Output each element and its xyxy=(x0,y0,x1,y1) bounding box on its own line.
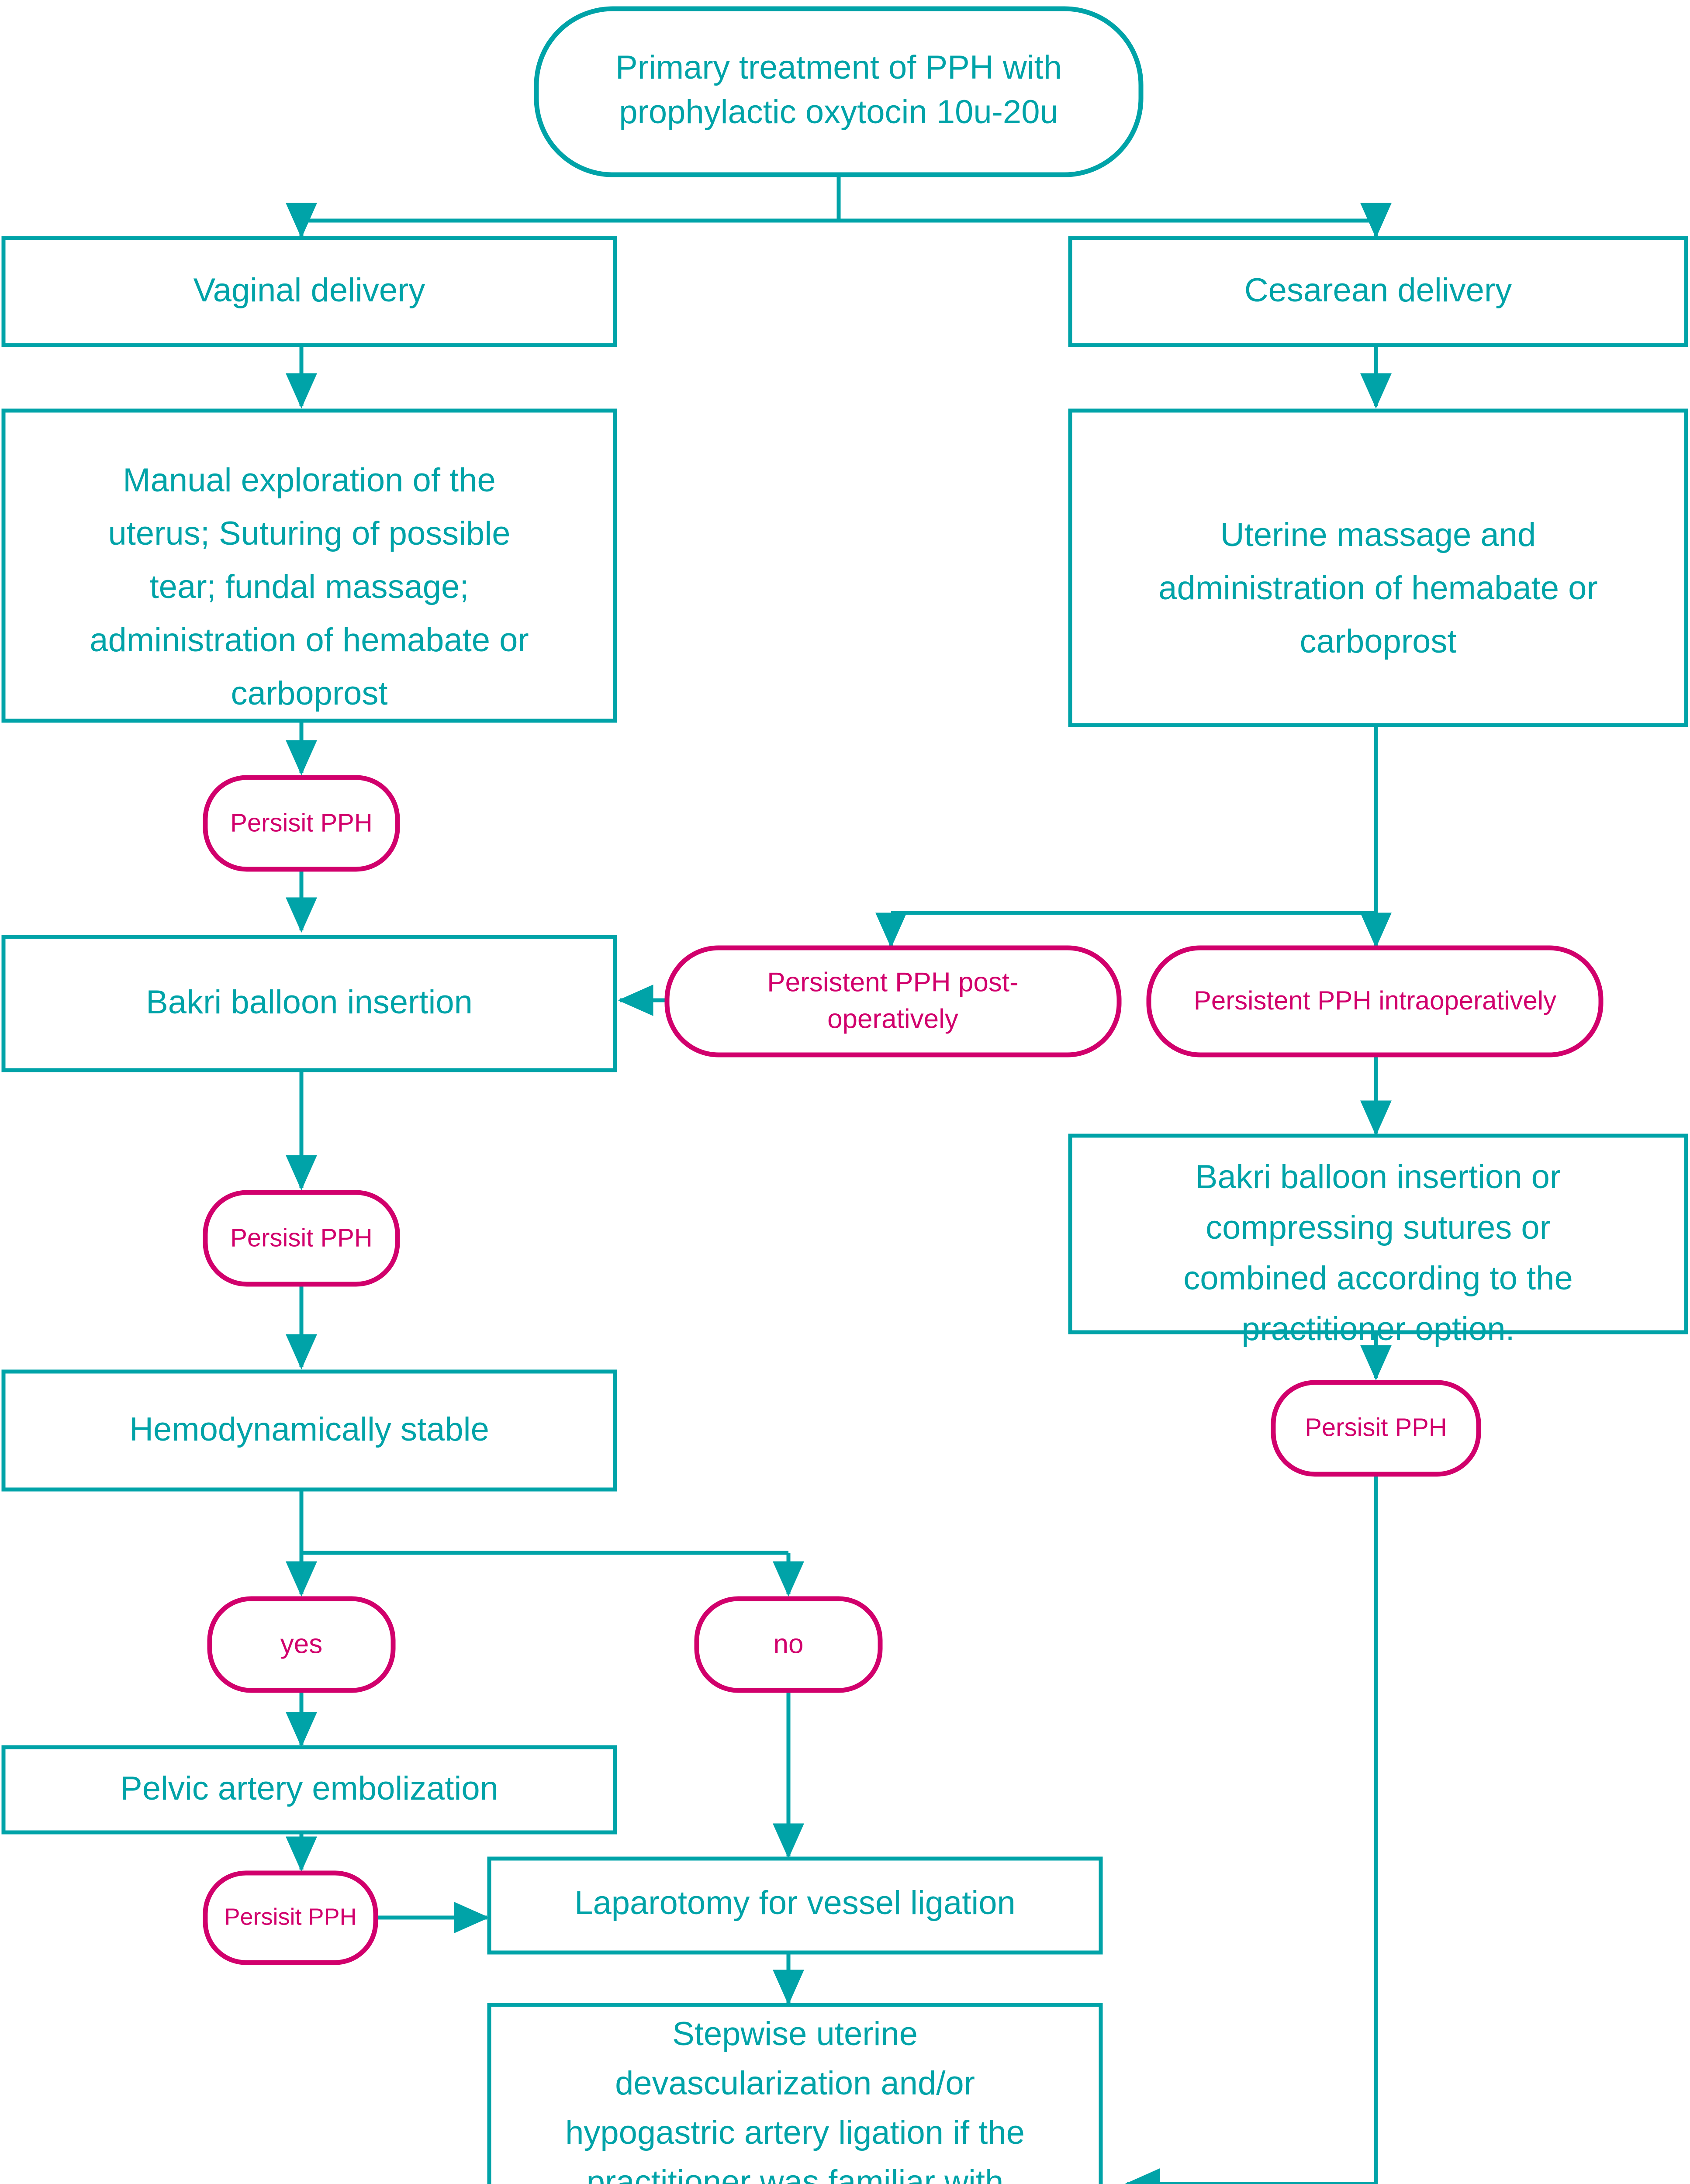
node-hemodynamically-stable[interactable]: Hemodynamically stable xyxy=(1,1369,617,1492)
persistent-pph-postop-line1: Persistent PPH post- xyxy=(767,967,1018,997)
cesarean-delivery-shape xyxy=(1068,236,1688,347)
manual-exploration-line1: Manual exploration of the xyxy=(123,462,495,499)
persistent-pph-intraop-label: Persistent PPH intraoperatively xyxy=(1194,986,1556,1015)
node-persist-pph-3[interactable]: Persisit PPH xyxy=(203,1870,378,1965)
persistent-pph-postop-shape xyxy=(664,945,1122,1057)
node-persist-pph-2[interactable]: Persisit PPH xyxy=(203,1190,400,1287)
persistent-pph-postop-line2: operatively xyxy=(827,1004,958,1034)
node-persist-pph-right[interactable]: Persisit PPH xyxy=(1271,1380,1481,1477)
persistent-pph-intraop-shape xyxy=(1146,945,1604,1057)
hemodynamically-stable-label: Hemodynamically stable xyxy=(129,1411,489,1448)
persist-pph-right-shape xyxy=(1271,1380,1481,1477)
node-persistent-pph-intraop[interactable]: Persistent PPH intraoperatively xyxy=(1146,945,1604,1057)
hemodynamically-stable-shape xyxy=(1,1369,617,1492)
persist-pph-3-label: Persisit PPH xyxy=(224,1904,356,1930)
bakri-balloon-left-label: Bakri balloon insertion xyxy=(146,984,473,1021)
manual-exploration-line2: uterus; Suturing of possible xyxy=(108,515,511,552)
manual-exploration-line3: tear; fundal massage; xyxy=(150,568,469,605)
manual-exploration-line4: administration of hemabate or xyxy=(90,622,529,659)
persist-pph-right-label: Persisit PPH xyxy=(1305,1413,1447,1441)
bakri-balloon-right-line1: Bakri balloon insertion or xyxy=(1196,1158,1561,1196)
branch-yes-shape xyxy=(207,1596,396,1693)
uterine-massage-line2: administration of hemabate or xyxy=(1158,570,1597,607)
node-manual-exploration[interactable]: Manual exploration of the uterus; Suturi… xyxy=(1,408,617,723)
stepwise-line4: practitioner was familiar with xyxy=(587,2163,1004,2184)
node-branch-yes[interactable]: yes xyxy=(207,1596,396,1693)
persist-pph-3-shape xyxy=(203,1870,378,1965)
stepwise-devascularization-shape xyxy=(487,2003,1103,2184)
bakri-balloon-right-line2: compressing sutures or xyxy=(1206,1209,1551,1246)
branch-no-shape xyxy=(694,1596,883,1693)
node-cesarean-delivery[interactable]: Cesarean delivery xyxy=(1068,236,1688,347)
node-uterine-massage[interactable]: Uterine massage and administration of he… xyxy=(1068,408,1688,727)
persist-pph-1-shape xyxy=(203,775,400,872)
branch-yes-label: yes xyxy=(280,1629,322,1659)
node-branch-no[interactable]: no xyxy=(694,1596,883,1693)
node-pelvic-embolization[interactable]: Pelvic artery embolization xyxy=(1,1745,617,1835)
vaginal-delivery-label: Vaginal delivery xyxy=(194,272,425,309)
manual-exploration-line5: carboprost xyxy=(231,675,387,712)
bakri-balloon-left-shape xyxy=(1,935,617,1072)
branch-no-label: no xyxy=(774,1629,804,1659)
uterine-massage-line3: carboprost xyxy=(1299,623,1456,660)
node-persist-pph-1[interactable]: Persisit PPH xyxy=(203,775,400,872)
bakri-balloon-right-shape xyxy=(1068,1133,1688,1334)
bakri-balloon-right-line4: practitioner option. xyxy=(1241,1310,1514,1348)
stepwise-line3: hypogastric artery ligation if the xyxy=(565,2114,1025,2151)
start-label-line2: prophylactic oxytocin 10u-20u xyxy=(619,93,1058,131)
uterine-massage-shape xyxy=(1068,408,1688,727)
node-stepwise-devascularization[interactable]: Stepwise uterine devascularization and/o… xyxy=(487,2003,1103,2184)
laparotomy-label: Laparotomy for vessel ligation xyxy=(574,1884,1016,1921)
pelvic-embolization-label: Pelvic artery embolization xyxy=(120,1770,498,1807)
node-bakri-balloon-left[interactable]: Bakri balloon insertion xyxy=(1,935,617,1072)
stepwise-line2: devascularization and/or xyxy=(615,2065,975,2102)
start-shape xyxy=(534,6,1144,177)
node-bakri-balloon-right[interactable]: Bakri balloon insertion or compressing s… xyxy=(1068,1133,1688,1348)
uterine-massage-line1: Uterine massage and xyxy=(1220,516,1536,553)
laparotomy-shape xyxy=(487,1856,1103,1955)
pelvic-embolization-shape xyxy=(1,1745,617,1835)
node-laparotomy[interactable]: Laparotomy for vessel ligation xyxy=(487,1856,1103,1955)
persist-pph-2-label: Persisit PPH xyxy=(230,1223,373,1252)
manual-exploration-shape xyxy=(1,408,617,723)
node-start[interactable]: Primary treatment of PPH with prophylact… xyxy=(534,6,1144,177)
stepwise-line1: Stepwise uterine xyxy=(672,2015,918,2053)
cesarean-delivery-label: Cesarean delivery xyxy=(1244,272,1512,309)
start-label-line1: Primary treatment of PPH with xyxy=(615,49,1062,86)
persist-pph-1-label: Persisit PPH xyxy=(230,809,373,837)
bakri-balloon-right-line3: combined according to the xyxy=(1183,1260,1572,1297)
node-persistent-pph-postop[interactable]: Persistent PPH post- operatively xyxy=(664,945,1122,1057)
node-vaginal-delivery[interactable]: Vaginal delivery xyxy=(1,236,617,347)
persist-pph-2-shape xyxy=(203,1190,400,1287)
vaginal-delivery-shape xyxy=(1,236,617,347)
